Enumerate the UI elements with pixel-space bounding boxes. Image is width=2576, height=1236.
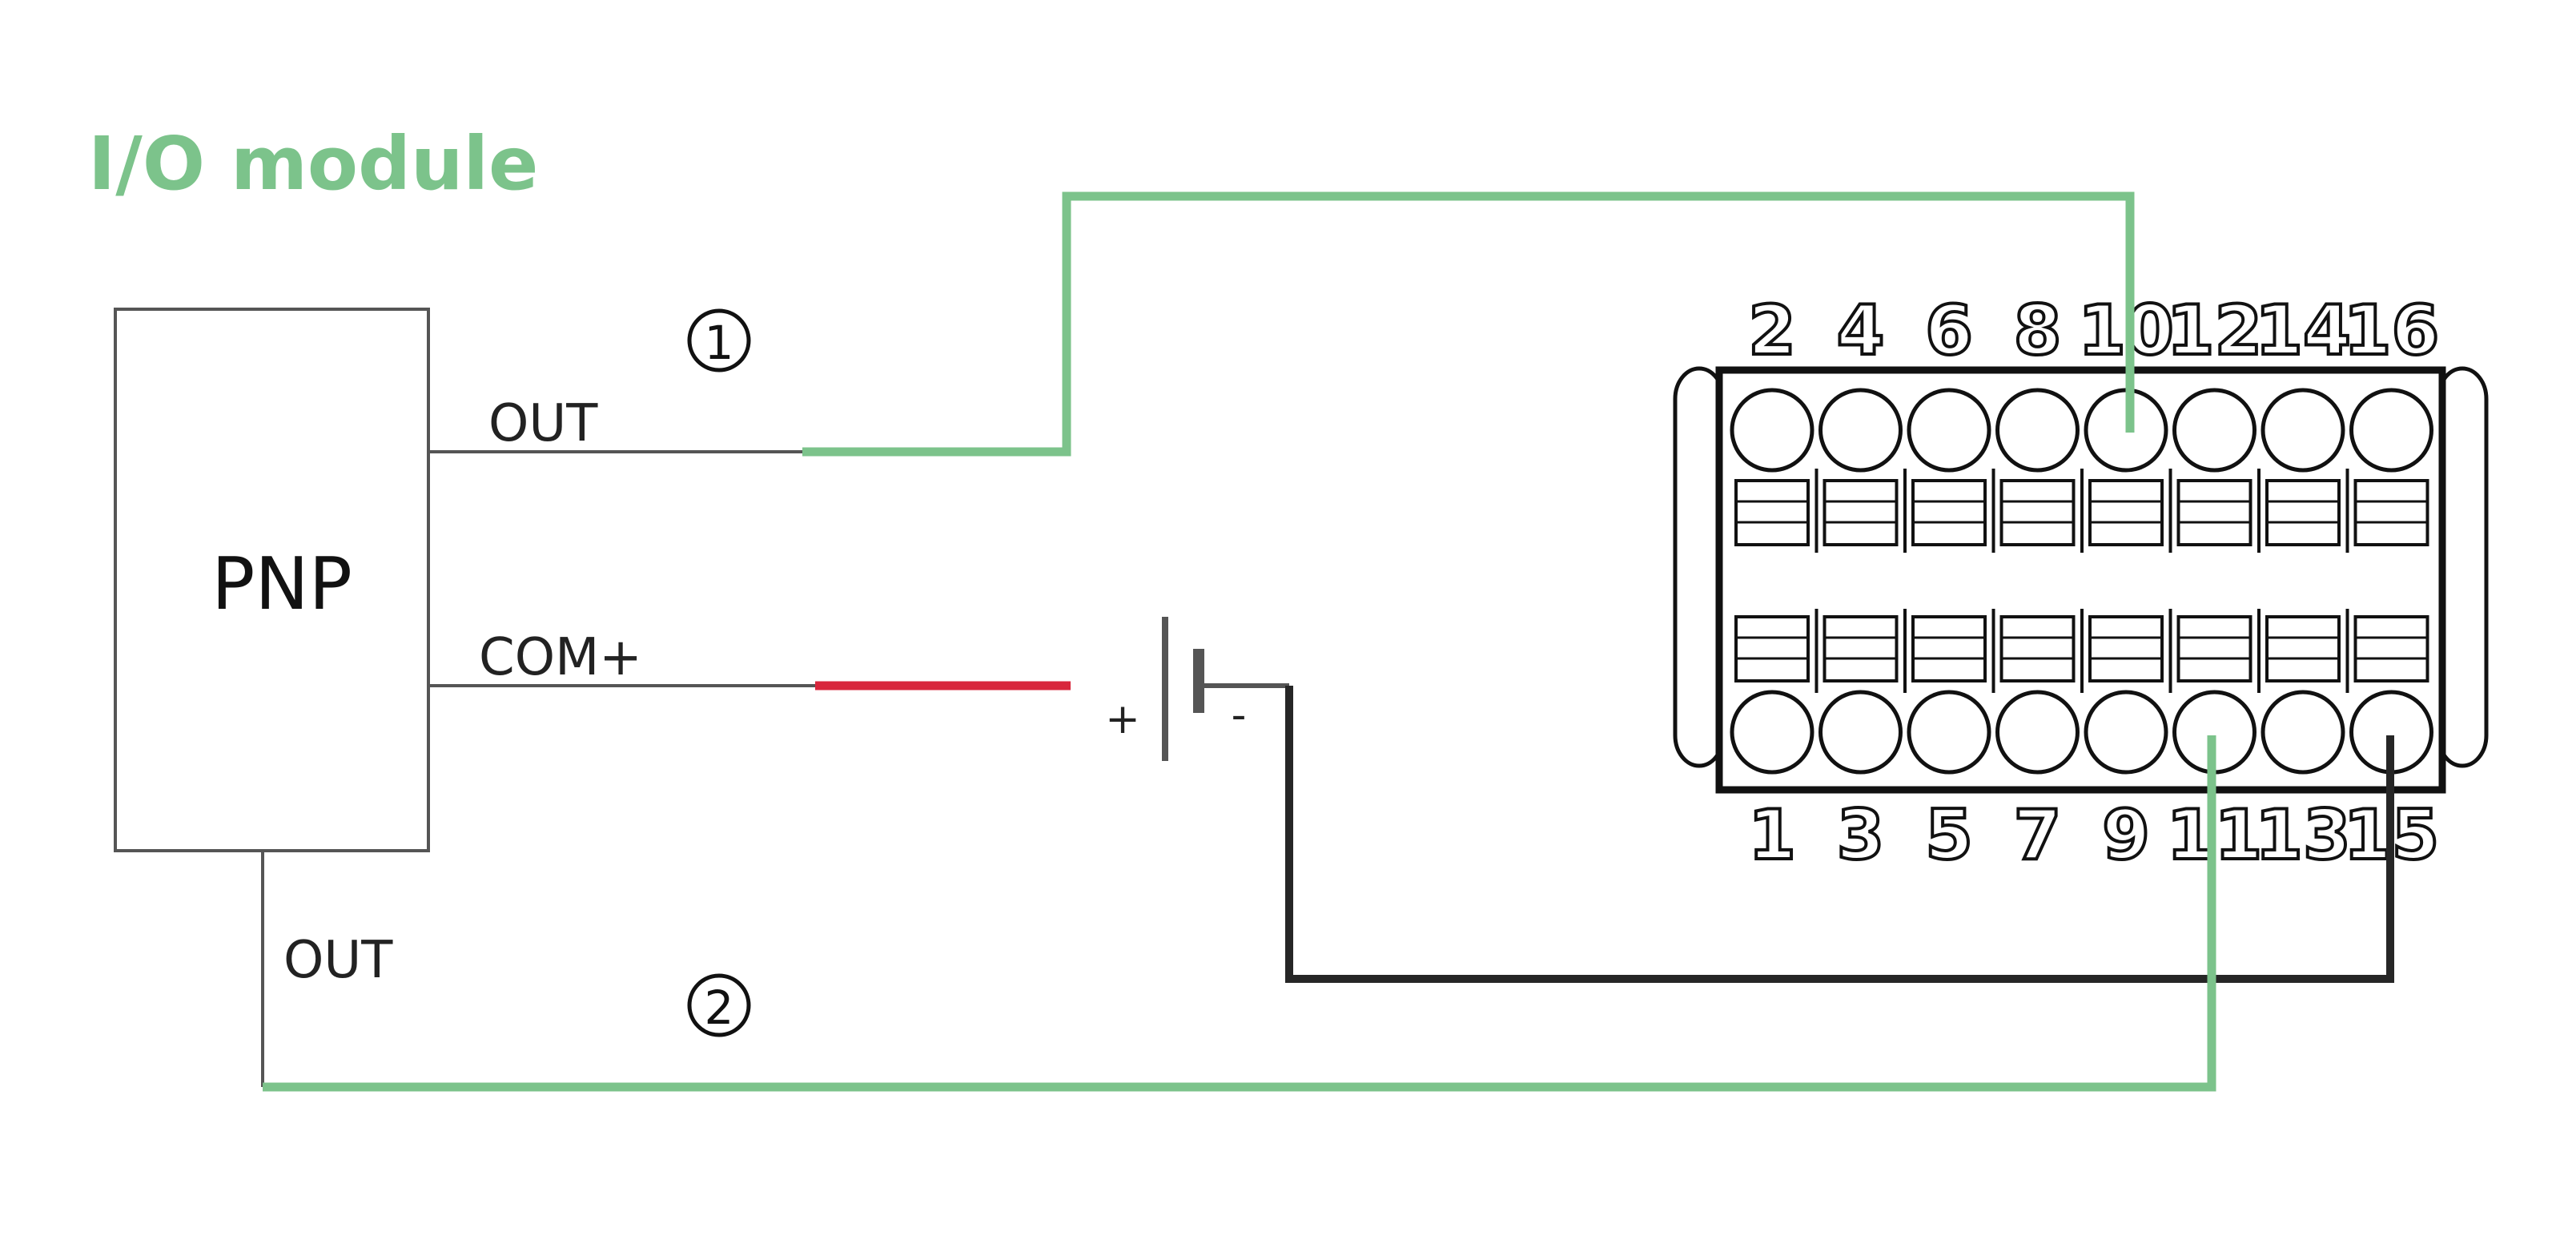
terminal-bottom-screw	[2261, 690, 2345, 775]
pin-label-bottom: 13	[2255, 795, 2351, 876]
terminal-top-slot	[2088, 479, 2164, 546]
pin-label-top: 12	[2167, 291, 2263, 371]
battery-symbol: + -	[815, 617, 1289, 761]
terminal-top-slot	[2265, 479, 2341, 546]
marker-2: 2	[687, 973, 751, 1037]
terminal-bottom-slot	[1822, 615, 1899, 682]
pin-label-bottom: 9	[2102, 795, 2150, 876]
terminal-top-screw	[1730, 388, 1814, 473]
terminal-bottom-slot	[1734, 615, 1810, 682]
terminal-top-screw	[2349, 388, 2433, 473]
terminal-bottom-slot	[2176, 615, 2252, 682]
terminal-bottom-screw	[1730, 690, 1814, 775]
battery-plus: +	[1105, 695, 1140, 743]
svg-text:2: 2	[705, 980, 734, 1035]
pin-label-bottom: 3	[1837, 795, 1885, 876]
pin-label-top: 2	[1748, 291, 1796, 371]
pin-label-bottom: 1	[1748, 795, 1796, 876]
pin-label-top: 16	[2344, 291, 2440, 371]
svg-text:1: 1	[705, 316, 734, 370]
terminal-top-screw	[2172, 388, 2257, 473]
terminal-top-slot	[1734, 479, 1810, 546]
terminal-bottom-slot	[2088, 615, 2164, 682]
terminal-top-slot	[1999, 479, 2076, 546]
battery-minus: -	[1232, 691, 1247, 739]
out2-label: OUT	[283, 931, 393, 990]
pin-label-bottom: 7	[2014, 795, 2062, 876]
pin-label-top: 4	[1837, 291, 1885, 371]
terminal-bottom-slot	[1999, 615, 2076, 682]
terminal-top-slot	[2353, 479, 2429, 546]
terminal-bottom-slot	[2353, 615, 2429, 682]
terminal-bottom-screw	[2084, 690, 2168, 775]
terminal-top-screw	[1995, 388, 2080, 473]
terminal-top-slot	[1911, 479, 1987, 546]
terminal-top-screw	[1818, 388, 1903, 473]
wire-negative-black	[1285, 686, 2394, 983]
wire-out1-green	[802, 191, 2135, 457]
terminal-top-screw	[2261, 388, 2345, 473]
terminal-top-slot	[1822, 479, 1899, 546]
terminal-bottom-screw	[1907, 690, 1991, 775]
pnp-sensor-box	[114, 308, 430, 852]
com-label: COM+	[479, 628, 642, 687]
marker-1: 1	[687, 308, 751, 372]
out1-label: OUT	[488, 394, 598, 453]
pnp-label: PNP	[211, 542, 352, 626]
terminal-bottom-screw	[1995, 690, 2080, 775]
pin-label-top: 14	[2255, 291, 2351, 371]
terminal-bottom-slot	[1911, 615, 1987, 682]
pin-label-bottom: 5	[1925, 795, 1973, 876]
wire-out2-green	[263, 735, 2216, 1092]
terminal-top-screw	[1907, 388, 1991, 473]
pin-label-top: 8	[2014, 291, 2062, 371]
pin-label-top: 6	[1925, 291, 1973, 371]
terminal-bottom-screw	[1818, 690, 1903, 775]
terminal-top-slot	[2176, 479, 2252, 546]
diagram-title: I/O module	[88, 121, 538, 207]
terminal-bottom-slot	[2265, 615, 2341, 682]
